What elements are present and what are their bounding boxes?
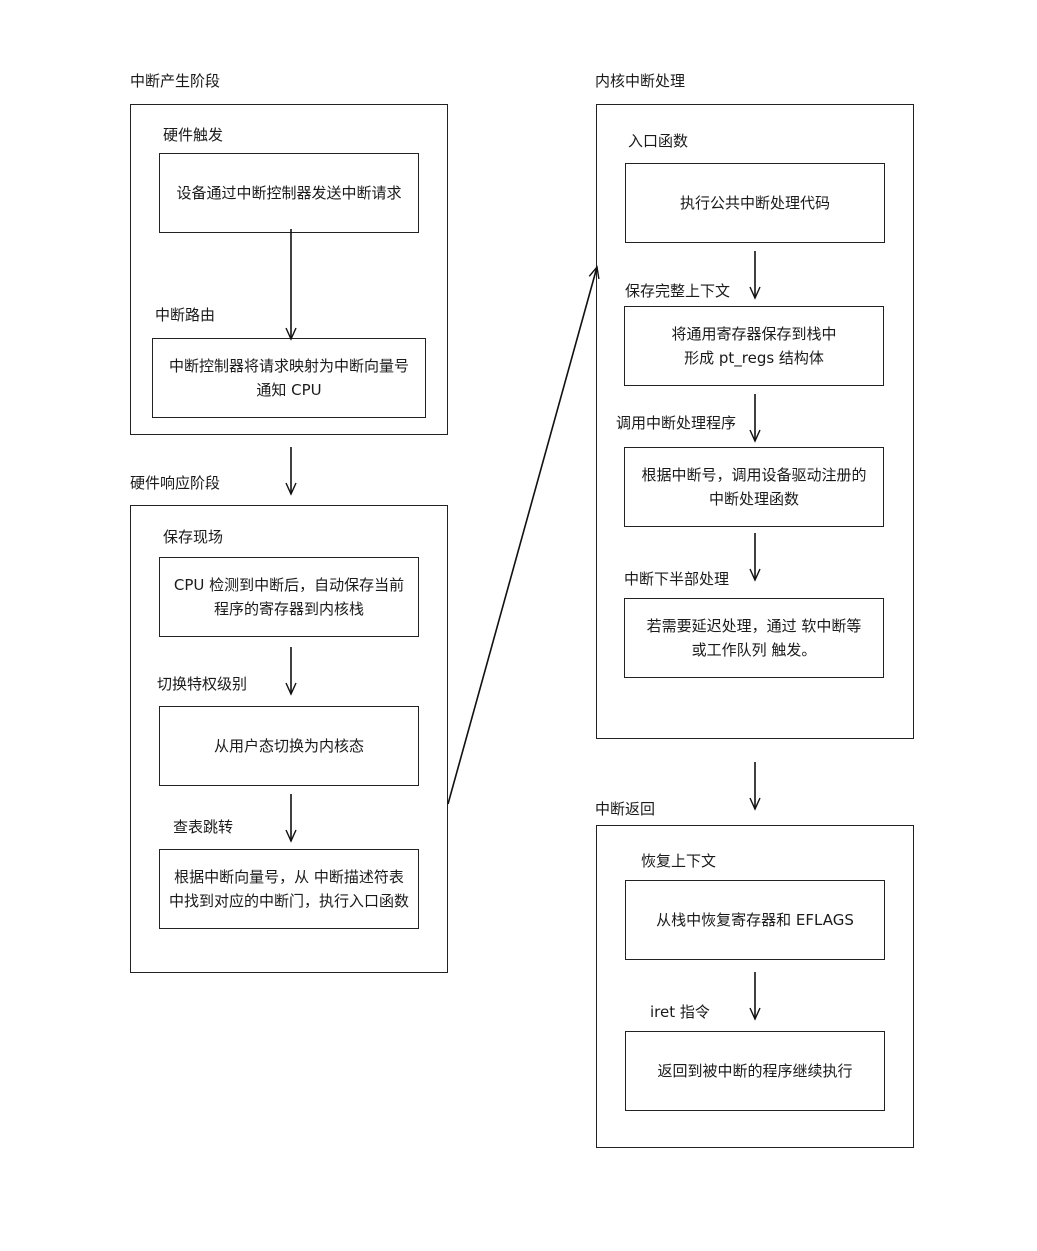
bottom-half-text-line1: 若需要延迟处理，通过 软中断等 [646, 617, 862, 635]
entry-text: 执行公共中断处理代码 [679, 194, 830, 212]
save-full-node: 将通用寄存器保存到栈中 形成 pt_regs 结构体 [624, 306, 884, 386]
call-handler-text-line1: 根据中断号，调用设备驱动注册的 [641, 466, 867, 484]
routing-label: 中断路由 [155, 306, 216, 324]
hw-trigger-node: 设备通过中断控制器发送中断请求 [159, 153, 419, 233]
save-context-node: CPU 检测到中断后，自动保存当前 程序的寄存器到内核栈 [159, 557, 419, 637]
lookup-node: 根据中断向量号，从 中断描述符表 中找到对应的中断门，执行入口函数 [159, 849, 419, 929]
switch-priv-node: 从用户态切换为内核态 [159, 706, 419, 786]
bottom-half-label: 中断下半部处理 [624, 570, 730, 588]
stage-kernel-title: 内核中断处理 [595, 72, 686, 90]
save-context-text-line1: CPU 检测到中断后，自动保存当前 [173, 576, 405, 594]
restore-label: 恢复上下文 [641, 852, 717, 870]
switch-priv-label: 切换特权级别 [157, 675, 248, 693]
call-handler-text-line2: 中断处理函数 [708, 490, 799, 508]
stage-hw-response-group [130, 505, 448, 973]
iret-node: 返回到被中断的程序继续执行 [625, 1031, 885, 1111]
call-handler-label: 调用中断处理程序 [616, 414, 737, 432]
iret-label: iret 指令 [650, 1003, 710, 1021]
hw-trigger-label: 硬件触发 [163, 126, 224, 144]
routing-text-line2: 通知 CPU [256, 381, 322, 399]
routing-node: 中断控制器将请求映射为中断向量号 通知 CPU [152, 338, 426, 418]
bottom-half-node: 若需要延迟处理，通过 软中断等 或工作队列 触发。 [624, 598, 884, 678]
call-handler-node: 根据中断号，调用设备驱动注册的 中断处理函数 [624, 447, 884, 527]
stage-return-group [596, 825, 914, 1148]
lookup-text-line1: 根据中断向量号，从 中断描述符表 [174, 868, 404, 886]
lookup-label: 查表跳转 [173, 818, 234, 836]
save-full-label: 保存完整上下文 [625, 282, 731, 300]
hw-trigger-text: 设备通过中断控制器发送中断请求 [176, 184, 402, 202]
iret-text: 返回到被中断的程序继续执行 [657, 1062, 853, 1080]
restore-text: 从栈中恢复寄存器和 EFLAGS [656, 911, 854, 929]
routing-text-line1: 中断控制器将请求映射为中断向量号 [168, 357, 409, 375]
stage-kernel-group [596, 104, 914, 739]
switch-priv-text: 从用户态切换为内核态 [213, 737, 364, 755]
save-context-text-line2: 程序的寄存器到内核栈 [213, 600, 364, 618]
entry-node: 执行公共中断处理代码 [625, 163, 885, 243]
save-full-text-line1: 将通用寄存器保存到栈中 [671, 325, 837, 343]
stage-generate-title: 中断产生阶段 [130, 72, 221, 90]
lookup-text-line2: 中找到对应的中断门，执行入口函数 [168, 892, 409, 910]
stage-hw-response-title: 硬件响应阶段 [130, 474, 221, 492]
restore-node: 从栈中恢复寄存器和 EFLAGS [625, 880, 885, 960]
save-context-label: 保存现场 [163, 528, 224, 546]
stage-return-title: 中断返回 [595, 800, 656, 818]
entry-label: 入口函数 [628, 132, 689, 150]
bottom-half-text-line2: 或工作队列 触发。 [691, 641, 817, 659]
save-full-text-line2: 形成 pt_regs 结构体 [684, 349, 824, 367]
stage-generate-group [130, 104, 448, 435]
arrow-response-to-kernel [447, 265, 600, 805]
